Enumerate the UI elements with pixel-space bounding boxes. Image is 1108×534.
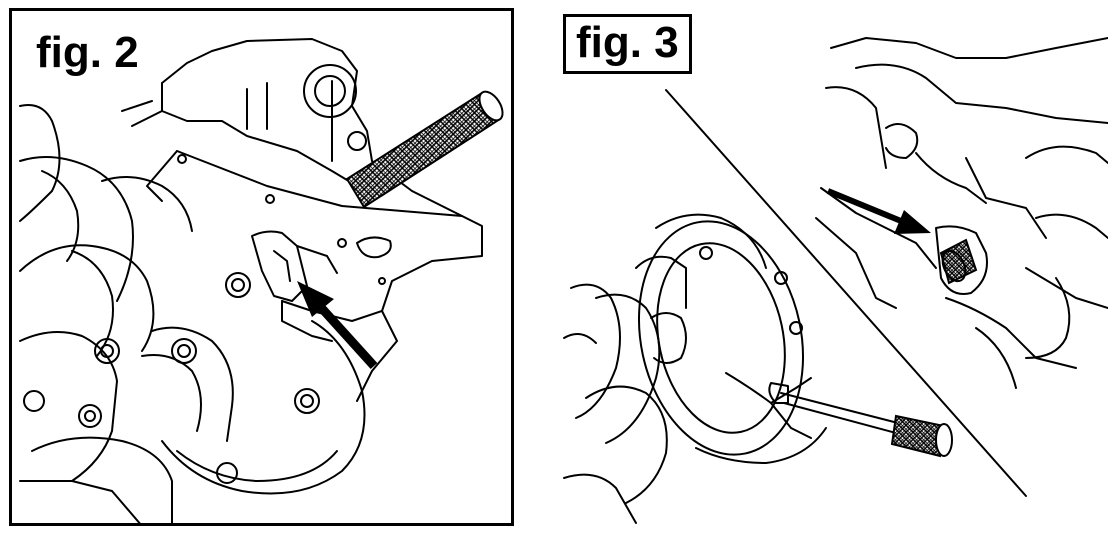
figure-2-panel: fig. 2 xyxy=(9,8,514,526)
arrow-indicator xyxy=(297,281,378,370)
locking-pin-installed xyxy=(939,238,978,285)
figure-label: fig. 3 xyxy=(563,14,692,74)
arrow-indicator xyxy=(826,188,931,234)
locking-pin-handle xyxy=(890,414,953,458)
knurled-rod xyxy=(345,90,504,209)
engine-block-drawing xyxy=(19,38,504,523)
figure-3-panel: fig. 3 xyxy=(556,8,1108,534)
figure-label: fig. 2 xyxy=(30,29,145,79)
crankshaft-drawing xyxy=(563,37,1108,524)
